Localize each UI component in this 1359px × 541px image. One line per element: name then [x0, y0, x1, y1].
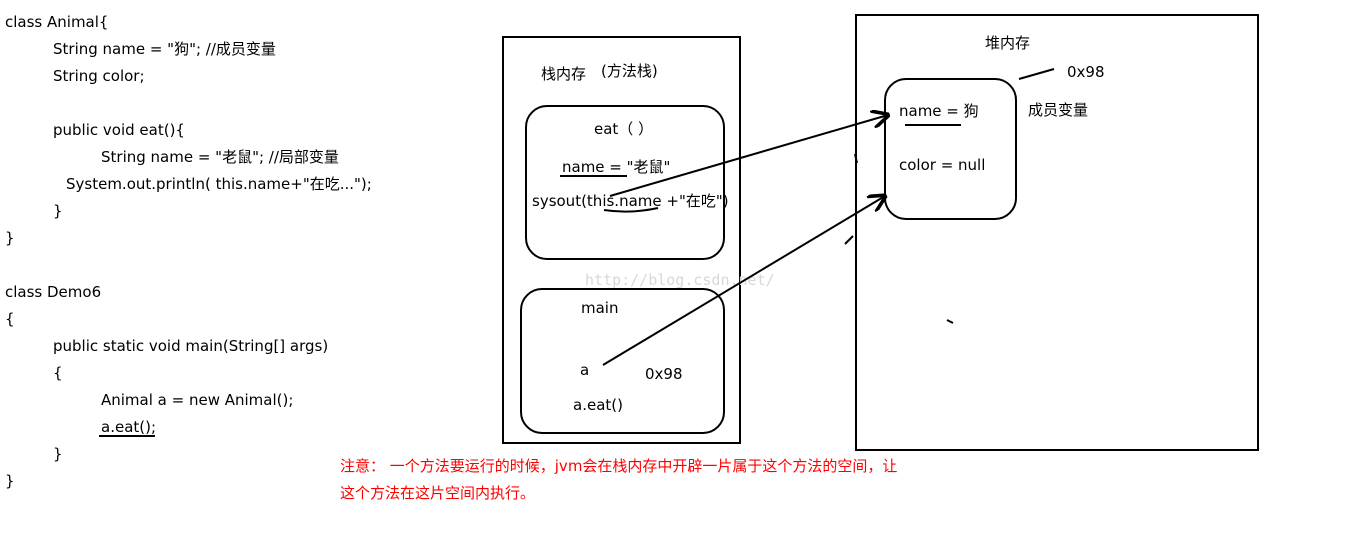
heap-object [884, 78, 1017, 220]
code-line: System.out.println( this.name+"在吃..."); [66, 175, 372, 193]
code-line: } [5, 229, 15, 247]
stack-subtitle: (方法栈) [601, 62, 658, 80]
code-line: String name = "老鼠"; //局部变量 [101, 148, 339, 166]
code-line: String color; [53, 67, 145, 85]
object-field-color: color = null [899, 156, 986, 174]
stray-mark [844, 235, 854, 245]
object-field-name: name = 狗 [899, 102, 979, 120]
heap-object-address: 0x98 [1067, 63, 1105, 81]
code-line: } [53, 202, 63, 220]
code-line: { [5, 310, 15, 328]
code-line: { [53, 364, 63, 382]
member-variable-label: 成员变量 [1028, 101, 1089, 119]
code-line: } [53, 445, 63, 463]
code-line: public void eat(){ [53, 121, 185, 139]
code-line: a.eat(); [101, 418, 157, 436]
stack-title: 栈内存 [541, 65, 587, 83]
eat-frame-title: eat（ ） [594, 120, 654, 138]
note-line-2: 这个方法在这片空间内执行。 [340, 484, 536, 502]
code-line: String name = "狗"; //成员变量 [53, 40, 276, 58]
heap-title: 堆内存 [985, 34, 1031, 52]
code-line: } [5, 472, 15, 490]
code-line: public static void main(String[] args) [53, 337, 329, 355]
code-line: class Animal{ [5, 13, 109, 31]
main-var-address: 0x98 [645, 365, 683, 383]
note-line-1: 注意： 一个方法要运行的时候，jvm会在栈内存中开辟一片属于这个方法的空间，让 [340, 457, 898, 475]
eat-sysout: sysout(this.name +"在吃") [532, 192, 729, 210]
eat-local-var: name = "老鼠" [562, 158, 671, 176]
main-frame-title: main [581, 299, 619, 317]
code-line: class Demo6 [5, 283, 102, 301]
code-line: Animal a = new Animal(); [101, 391, 294, 409]
main-var-a: a [580, 361, 590, 379]
main-call: a.eat() [573, 396, 623, 414]
watermark: http://blog.csdn.net/ [585, 271, 775, 289]
